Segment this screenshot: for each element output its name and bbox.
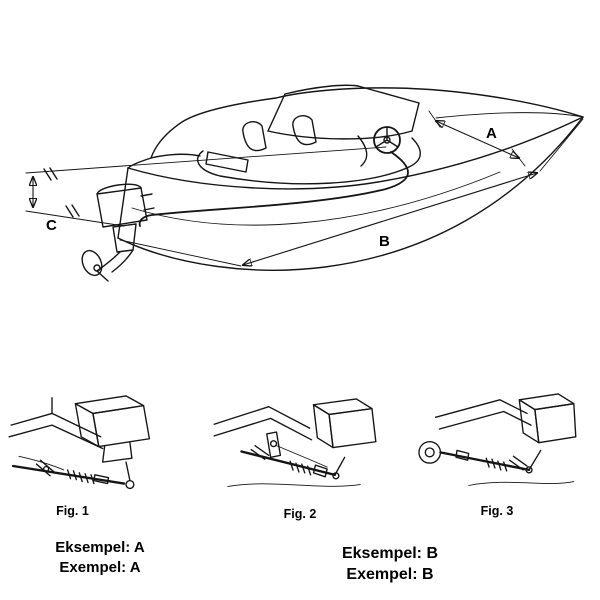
steering-wheel-icon bbox=[373, 126, 401, 154]
dimension-lines bbox=[25, 110, 584, 266]
boat-measurement-diagram: A B C bbox=[25, 84, 584, 282]
dimension-label-b: B bbox=[379, 233, 390, 250]
boat-hull-drawing bbox=[117, 87, 584, 271]
fig1-transom-corner bbox=[8, 397, 104, 450]
fig3-gunwale-lines bbox=[434, 399, 532, 430]
detail-figure-3-drawing bbox=[418, 393, 577, 486]
detail-figure-1-drawing bbox=[8, 395, 151, 490]
example-b-line2: Exempel: B bbox=[346, 565, 434, 583]
fig1-steering-cable-assembly bbox=[11, 455, 135, 490]
outboard-motor-drawing bbox=[81, 183, 155, 282]
fig2-caption: Fig. 2 bbox=[283, 507, 317, 521]
fig2-helm-and-cable-assembly bbox=[227, 431, 361, 487]
fig2-motor-block bbox=[312, 398, 377, 449]
fig1-motor-block bbox=[74, 395, 151, 463]
dimension-label-c: C bbox=[46, 217, 57, 234]
example-label-a: Eksempel: A Exempel: A bbox=[30, 538, 170, 577]
fig3-motor-block bbox=[518, 393, 577, 444]
example-a-line1: Eksempel: A bbox=[55, 539, 145, 556]
fig3-caption: Fig. 3 bbox=[480, 504, 514, 518]
detail-figure-2-drawing bbox=[213, 398, 377, 487]
example-b-line1: Eksempel: B bbox=[341, 545, 439, 562]
example-label-b: Eksempel: B Exempel: B bbox=[315, 544, 465, 586]
dimension-label-a: A bbox=[486, 125, 497, 142]
fig2-gunwale-lines bbox=[213, 406, 313, 441]
example-a-line2: Exempel: A bbox=[59, 558, 141, 576]
fig1-caption: Fig. 1 bbox=[56, 504, 89, 518]
fig3-bezel-and-cable-assembly bbox=[418, 440, 575, 486]
